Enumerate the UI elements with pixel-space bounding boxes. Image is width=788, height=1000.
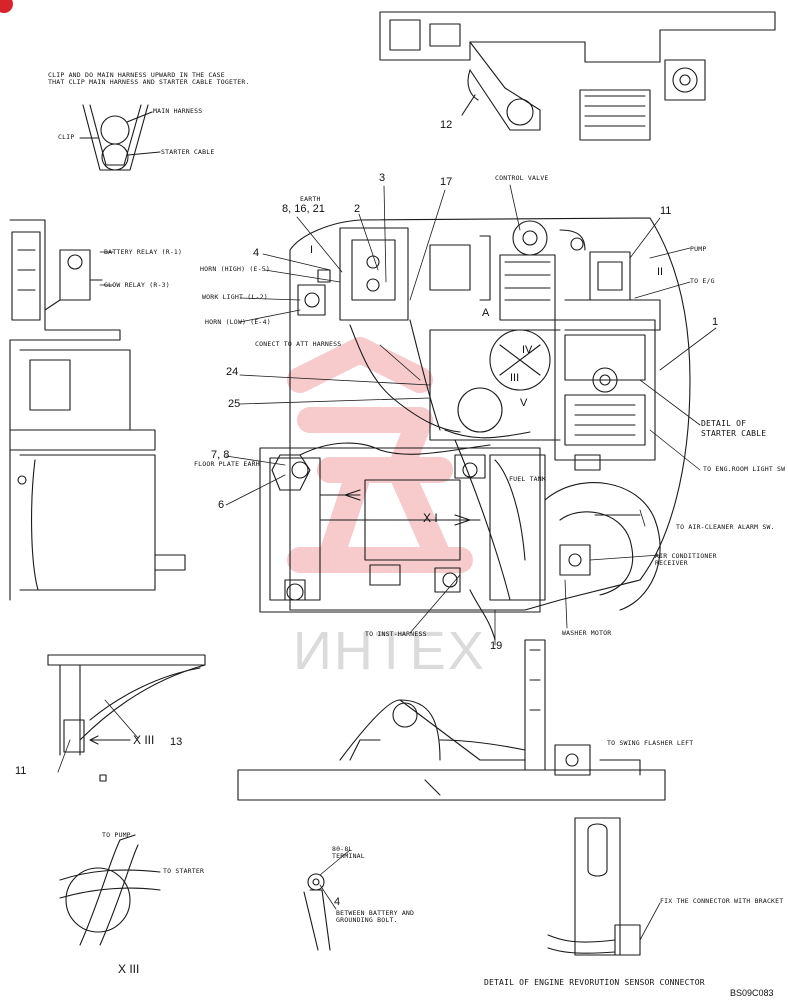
starter-cable-label: STARTER CABLE xyxy=(161,148,215,156)
fix-connector-label: FIX THE CONNECTOR WITH BRACKET xyxy=(660,897,784,905)
callout-11-bottom: 11 xyxy=(15,765,27,777)
watermark-text: ИНТЕХ xyxy=(293,621,486,681)
callout-1: 1 xyxy=(712,316,719,328)
callout-8-16-21: 8, 16, 21 xyxy=(282,203,325,215)
relay-components xyxy=(297,269,331,316)
control-valve-label: CONTROL VALVE xyxy=(495,174,549,182)
to-eng-room-light-label: TO ENG.ROOM LIGHT SW xyxy=(703,465,786,473)
to-eg-label: TO E/G xyxy=(690,277,715,285)
callout-13: 13 xyxy=(170,736,183,748)
fuel-tank-label: FUEL TANK xyxy=(509,475,547,483)
callout-6: 6 xyxy=(218,499,225,511)
view-mark-iii: III xyxy=(510,372,520,384)
callout-11-top: 11 xyxy=(660,205,672,217)
between-battery-label: BETWEEN BATTERY AND GROUNDING BOLT. xyxy=(336,909,415,924)
to-starter-label: TO STARTER xyxy=(163,867,205,875)
callout-3: 3 xyxy=(379,172,386,184)
horn-high-label: HORN (HIGH) (E-5) xyxy=(200,265,270,273)
work-light-label: WORK LIGHT (L-2) xyxy=(202,293,268,301)
drawing-code: BS09C083 xyxy=(730,988,774,998)
pump-label: PUMP xyxy=(690,245,707,253)
view-mark-v: V xyxy=(520,397,528,409)
air-conditioner-label: AIR CONDITIONER RECEIVER xyxy=(655,552,717,567)
leader-lines xyxy=(57,184,717,941)
xiii-detail xyxy=(47,654,206,782)
top-assembly xyxy=(379,11,776,141)
view-mark-ii: II xyxy=(657,266,664,278)
glow-relay-label: GLOW RELAY (R-3) xyxy=(104,281,170,289)
main-harness-label: MAIN HARNESS xyxy=(153,107,203,115)
callout-12: 12 xyxy=(440,119,453,131)
callout-7-8: 7, 8 xyxy=(211,449,230,461)
view-mark-xiii-arrow: X III xyxy=(133,733,155,747)
corner-mark xyxy=(0,0,13,13)
callout-2: 2 xyxy=(354,203,361,215)
clip-note: CLIP AND DO MAIN HARNESS UPWARD IN THE C… xyxy=(48,71,250,86)
callout-17: 17 xyxy=(440,176,453,188)
washer-motor-label: WASHER MOTOR xyxy=(562,629,612,637)
callout-25: 25 xyxy=(228,398,241,410)
connect-att-label: CONECT TO ATT HARNESS xyxy=(255,340,342,348)
horn-low-label: HORN (LOW) (E-4) xyxy=(205,318,271,326)
view-mark-a: A xyxy=(482,307,490,319)
clip-detail xyxy=(79,104,161,171)
to-air-cleaner-label: TO AIR-CLEANER ALARM SW. xyxy=(676,523,775,531)
view-mark-iv: IV xyxy=(522,344,533,356)
callout-4-top: 4 xyxy=(253,247,260,259)
main-top-view xyxy=(259,217,691,641)
to-inst-harness-label: TO INST-HARNESS xyxy=(365,630,427,638)
side-view-lower xyxy=(237,639,666,801)
sensor-detail xyxy=(547,817,641,956)
earth-label: EARTH xyxy=(300,195,321,203)
left-side-view xyxy=(9,219,186,601)
to-pump-label: TO PUMP xyxy=(102,831,131,839)
detail-starter-label: DETAIL OF STARTER CABLE xyxy=(701,419,767,438)
callout-24: 24 xyxy=(226,366,239,378)
terminal-label: 80-8L TERMINAL xyxy=(332,845,365,860)
callout-4-bottom: 4 xyxy=(334,896,341,908)
battery-relay-label: BATTERY RELAY (R-1) xyxy=(104,248,183,256)
callout-19: 19 xyxy=(490,640,503,652)
watermark-logo xyxy=(287,337,473,573)
clip-label: CLIP xyxy=(58,133,75,141)
view-mark-i: I xyxy=(310,244,314,256)
detail-engine-label: DETAIL OF ENGINE REVORUTION SENSOR CONNE… xyxy=(484,978,705,987)
view-mark-xi: X I xyxy=(423,511,438,525)
pump-starter-detail xyxy=(59,834,161,946)
to-swing-flasher-label: TO SWING FLASHER LEFT xyxy=(607,739,694,747)
floor-plate-earth-label: FLOOR PLATE EARH xyxy=(194,460,260,468)
view-mark-xiii: X III xyxy=(118,962,140,976)
terminal-detail xyxy=(303,873,331,951)
